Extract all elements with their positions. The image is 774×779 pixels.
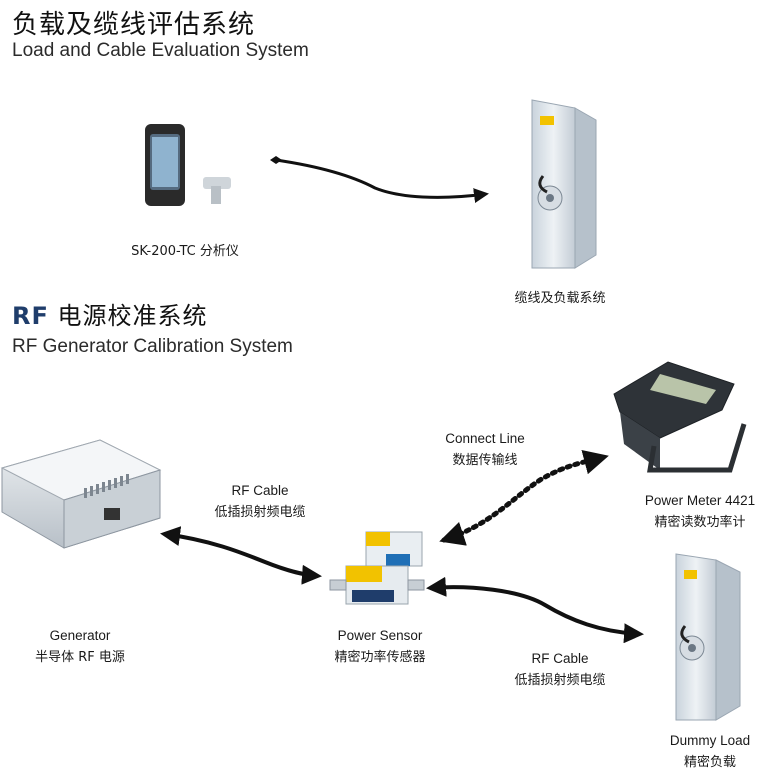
generator-zh: 半导体 RF 电源 <box>35 650 125 665</box>
power-meter-en: Power Meter 4421 <box>644 493 756 508</box>
rf-cable-2-caption: RF Cable 低插损射频电缆 <box>495 648 625 692</box>
dummy-load-en: Dummy Load <box>669 733 751 748</box>
connect-line-caption: Connect Line 数据传输线 <box>420 428 550 472</box>
dummy-load-zh: 精密负载 <box>683 755 736 770</box>
generator-caption: Generator 半导体 RF 电源 <box>15 625 145 669</box>
rf-cable-2-en: RF Cable <box>531 651 589 666</box>
section1-title-zh: 负载及缆线评估系统 <box>12 10 256 40</box>
rf-cable-1-arrow <box>160 526 322 585</box>
rf-cable-1-caption: RF Cable 低插损射频电缆 <box>195 480 325 524</box>
rf-cable-1-en: RF Cable <box>231 483 289 498</box>
connect-line-en: Connect Line <box>445 431 525 446</box>
section1-title-en: Load and Cable Evaluation System <box>12 40 309 61</box>
load-system-label: 缆线及负载系统 <box>514 291 606 306</box>
dummy-load-caption: Dummy Load 精密负载 <box>645 730 774 774</box>
section2-title-en: RF Generator Calibration System <box>12 336 293 357</box>
rf-cable-2-arrow <box>426 576 644 644</box>
arrow-tail-diamond <box>270 156 282 164</box>
section2-title-bold: RF <box>12 302 49 330</box>
generator-en: Generator <box>49 628 111 643</box>
section2-title-zh: RF 电源校准系统 <box>12 296 208 331</box>
power-sensor-caption: Power Sensor 精密功率传感器 <box>315 625 445 669</box>
connect-line-zh: 数据传输线 <box>452 453 518 468</box>
rf-cable-2-zh: 低插损射频电缆 <box>514 673 606 688</box>
rf-cable-1-zh: 低插损射频电缆 <box>214 505 306 520</box>
analyzer-to-load-arrow <box>275 158 489 203</box>
analyzer-label: SK-200-TC 分析仪 <box>131 244 239 259</box>
dummy-load-cabinet-icon <box>675 553 741 721</box>
power-sensor-en: Power Sensor <box>337 628 423 643</box>
connect-line-arrow <box>439 449 609 546</box>
power-meter-caption: Power Meter 4421 精密读数功率计 <box>630 490 770 534</box>
power-meter-zh: 精密读数功率计 <box>654 515 746 530</box>
power-sensor-device-icon <box>329 531 425 605</box>
power-meter-device-icon <box>613 361 747 473</box>
power-sensor-zh: 精密功率传感器 <box>334 650 426 665</box>
section2-title-text: 电源校准系统 <box>48 302 208 330</box>
analyzer-device-icon <box>145 124 231 206</box>
generator-device-icon <box>0 439 162 549</box>
load-cabinet-icon <box>531 99 597 269</box>
